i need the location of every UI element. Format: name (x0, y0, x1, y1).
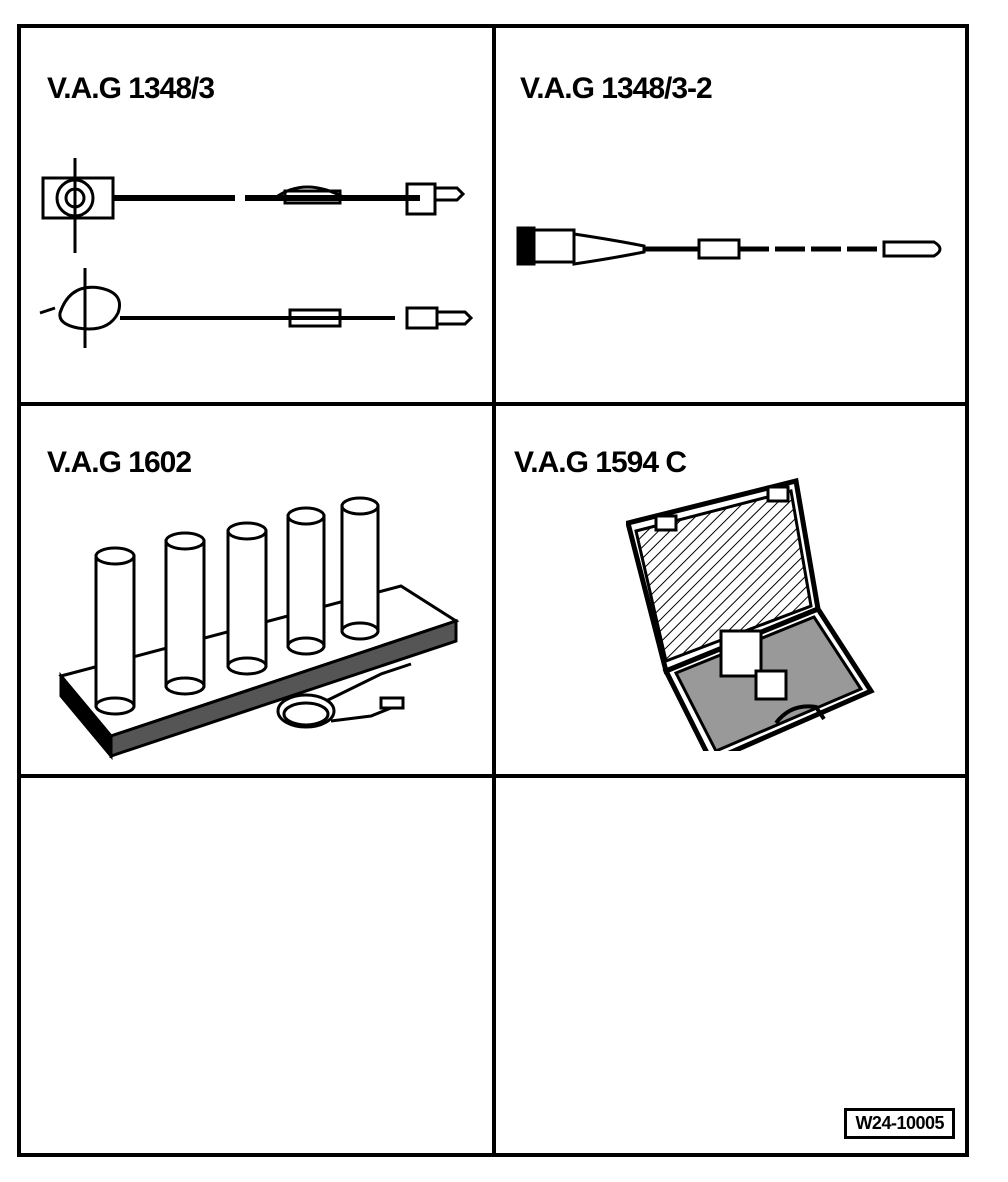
panel-label: V.A.G 1348/3 (47, 72, 215, 105)
tool-chart-sheet: V.A.G 1348/3 (17, 24, 969, 1157)
panel-middle-left: V.A.G 1602 (21, 406, 492, 774)
tool-case-icon (626, 477, 875, 751)
adapter-lead-icon (516, 226, 942, 266)
panel-top-right: V.A.G 1348/3-2 (496, 28, 969, 402)
grid-divider-1 (21, 402, 965, 406)
panel-middle-right: V.A.G 1594 C (496, 406, 969, 774)
test-tube-rack-icon (58, 496, 460, 761)
adapter-cable-icon (39, 158, 474, 348)
panel-label: V.A.G 1602 (47, 446, 192, 479)
panel-top-left: V.A.G 1348/3 (21, 28, 492, 402)
grid-divider-2 (21, 774, 965, 778)
grid-vertical-divider (492, 28, 496, 1153)
panel-label: V.A.G 1594 C (514, 446, 687, 479)
figure-code: W24-10005 (844, 1108, 955, 1139)
panel-bottom-left (21, 778, 492, 1153)
panel-label: V.A.G 1348/3-2 (520, 72, 713, 105)
panel-bottom-right: W24-10005 (496, 778, 969, 1153)
